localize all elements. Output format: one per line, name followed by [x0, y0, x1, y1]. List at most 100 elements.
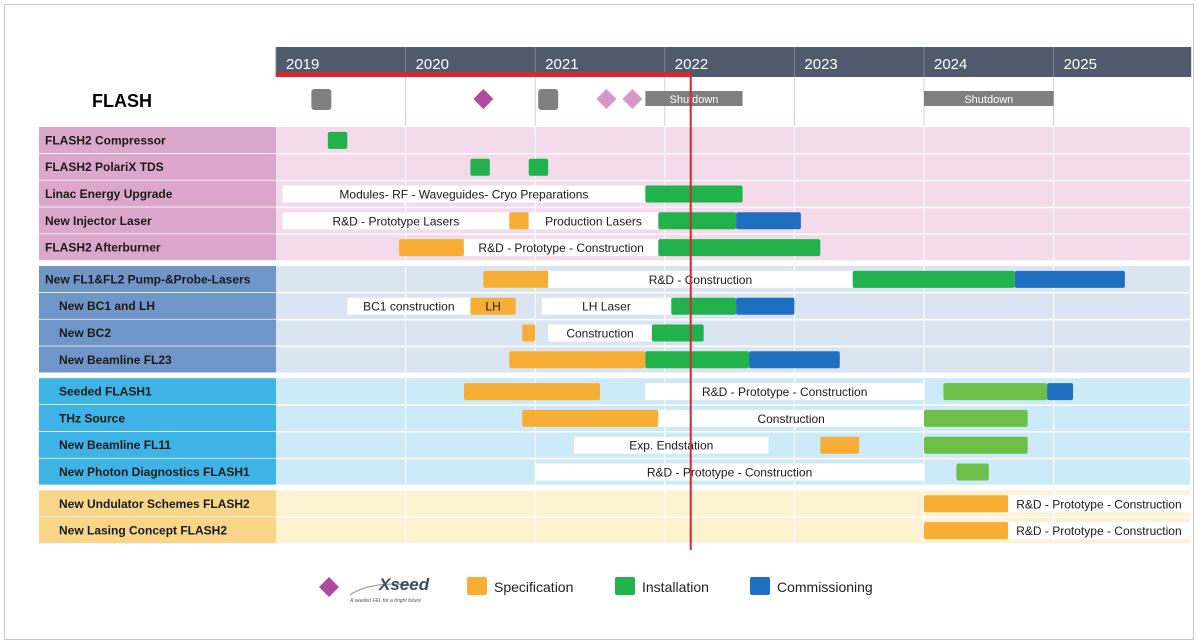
phase-text-bar [574, 436, 769, 454]
legend-label-installation: Installation [642, 579, 709, 595]
row-label-cell [39, 346, 276, 374]
milestone-square-icon [311, 89, 332, 110]
row-label: New BC2 [59, 326, 111, 340]
commissioning-bar [736, 297, 795, 315]
year-label: 2023 [804, 56, 837, 73]
specification-bar [509, 212, 529, 230]
row-label: New Photon Diagnostics FLASH1 [59, 465, 250, 479]
row-label-cell [39, 127, 276, 154]
legend-swatch-commissioning [750, 577, 770, 595]
row-label: Seeded FLASH1 [59, 385, 152, 399]
chart-title: FLASH [92, 91, 152, 111]
row-label: FLASH2 Compressor [45, 133, 166, 147]
phase-text-bar [645, 383, 924, 401]
row-label: THz Source [59, 411, 125, 425]
xseed-logo-swoosh [349, 583, 411, 596]
commissioning-bar [1047, 383, 1074, 401]
installation_light-bar [943, 383, 1048, 401]
specification-bar [924, 495, 1009, 513]
row-label: New Injector Laser [45, 214, 152, 228]
year-label: 2024 [934, 56, 967, 73]
phase-label: R&D - Prototype - Construction [702, 385, 867, 399]
phase-label: R&D - Prototype - Construction [478, 241, 643, 255]
phase-label: R&D - Prototype - Construction [647, 466, 812, 480]
installation-bar [658, 239, 821, 257]
row-label: New FL1&FL2 Pump-&Probe-Lasers [45, 272, 251, 286]
phase-label: Construction [566, 327, 633, 341]
phase-text-bar [658, 409, 924, 427]
row-label-cell [39, 180, 276, 208]
row-label-cell [39, 153, 276, 181]
row-label-cell [39, 292, 276, 320]
year-label: 2022 [675, 56, 708, 73]
shutdown-label: Shutdown [964, 94, 1013, 106]
legend-label-specification: Specification [494, 579, 573, 595]
row-label: FLASH2 PolariX TDS [45, 160, 164, 174]
progress-bar [276, 72, 691, 77]
phase-label: LH Laser [582, 300, 631, 314]
row-label-cell [39, 319, 276, 347]
row-label-cell [39, 207, 276, 235]
phase-label: R&D - Construction [649, 273, 752, 287]
phase-label: Production Lasers [545, 214, 642, 228]
row-label-cell [39, 378, 276, 405]
year-label: 2025 [1064, 56, 1097, 73]
installation_light-bar [956, 463, 989, 481]
row-label: New Lasing Concept FLASH2 [59, 524, 227, 538]
legend-label-commissioning: Commissioning [777, 579, 873, 595]
phase-text-bar [282, 212, 510, 230]
phase-label: Exp. Endstation [629, 439, 713, 453]
row-label-cell [39, 234, 276, 261]
commissioning-bar [736, 212, 801, 230]
row-label: New Undulator Schemes FLASH2 [59, 497, 250, 511]
xseed-logo-tagline: A seeded FEL for a bright future [349, 598, 421, 604]
row-label: New Beamline FL11 [59, 438, 171, 452]
installation-bar [671, 297, 737, 315]
specification-bar [924, 522, 1009, 540]
phase-text-bar [1008, 495, 1190, 513]
row-label: New Beamline FL23 [59, 353, 172, 367]
row-label-cell [39, 405, 276, 432]
phase-text-bar [463, 239, 659, 257]
shutdown-bar [645, 91, 743, 106]
xseed-logo-text: Xseed [378, 575, 430, 594]
legend-swatch-installation [615, 577, 635, 595]
specification-bar [483, 270, 549, 288]
row-label: FLASH2 Afterburner [45, 241, 161, 255]
installation-bar [658, 212, 737, 230]
row-label: New BC1 and LH [59, 299, 155, 313]
row-label-cell [39, 490, 276, 518]
year-label: 2019 [286, 56, 319, 73]
phase-label: Modules- RF - Waveguides- Cryo Preparati… [339, 188, 588, 202]
specification-bar [399, 239, 464, 257]
specification-bar [820, 436, 860, 454]
specification-bar [470, 297, 516, 315]
milestone-square-icon [538, 89, 559, 110]
phase-text-bar [528, 212, 659, 230]
installation_light-bar [924, 436, 1028, 454]
specification-bar [522, 324, 536, 342]
row-label-cell [39, 266, 276, 293]
row-label: Linac Energy Upgrade [45, 187, 173, 201]
legend-swatch-specification [467, 577, 487, 595]
installation-bar [327, 131, 348, 149]
specification-bar [509, 351, 646, 369]
installation_light-bar [924, 409, 1028, 427]
commissioning-bar [749, 351, 840, 369]
specification-bar [463, 383, 600, 401]
row-label-cell [39, 458, 276, 486]
installation-bar [470, 158, 490, 176]
installation-bar [852, 270, 1015, 288]
year-label: 2021 [545, 56, 578, 73]
installation-bar [528, 158, 549, 176]
year-label: 2020 [416, 56, 449, 73]
shutdown-label: Shutdown [669, 94, 718, 106]
row-label-cell [39, 517, 276, 544]
legend-xseed-diamond-icon [319, 577, 339, 597]
phase-text-bar [347, 297, 471, 315]
phase-text-bar [282, 185, 646, 203]
phase-text-bar [1008, 522, 1190, 540]
installation-bar [645, 185, 743, 203]
